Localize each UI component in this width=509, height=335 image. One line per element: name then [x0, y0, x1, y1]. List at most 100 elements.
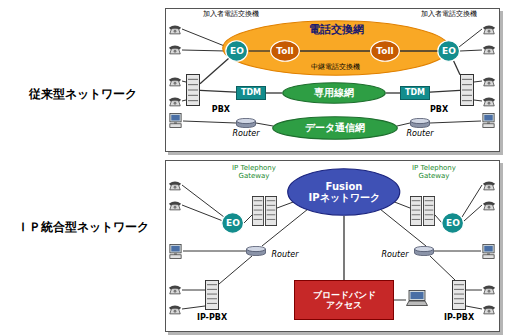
router-icon — [247, 246, 266, 255]
gateway-rack — [423, 196, 434, 225]
node-text: EO — [442, 46, 456, 56]
rack-slot — [462, 84, 472, 85]
access-box: ブロードバンド アクセス — [294, 280, 394, 320]
rack-slot — [462, 90, 472, 91]
pc-icon — [170, 113, 181, 127]
node-text: ブロードバンド アクセス — [304, 290, 384, 311]
node-text: 専用線網 — [314, 87, 354, 99]
phone-icon — [169, 306, 181, 314]
panel-shadow — [168, 11, 502, 154]
rack-slot — [188, 100, 198, 101]
pbx-rack-shape — [460, 74, 474, 106]
node-text: ＩＰ統合型ネットワーク — [4, 221, 161, 235]
phone-icon — [483, 26, 495, 34]
gateway-rack — [252, 196, 263, 225]
exchange-circle: EO — [221, 212, 244, 234]
network-cloud: Fusion IPネットワーク — [287, 168, 401, 216]
link-line — [249, 50, 270, 51]
pbx-label: IP-PBX — [190, 313, 234, 322]
box-outline — [401, 87, 430, 100]
ellipse-outline — [371, 41, 400, 62]
switch-label-holder: 加入者電話交換機 — [414, 10, 484, 18]
network-panel: Fusion IPネットワーク EO EO ブロードバンド アクセス ＩＰ統合型ネットワ… — [4, 160, 500, 332]
pc-icon — [170, 244, 181, 258]
exchange-circle: EO — [437, 40, 460, 62]
node-text: Toll — [376, 46, 393, 56]
pbx-rack: PBX — [186, 74, 230, 114]
panel-border — [166, 9, 500, 152]
router-label: Router — [400, 129, 440, 138]
phone-icon — [483, 182, 495, 190]
link-line — [266, 92, 282, 93]
phone-icon — [483, 78, 495, 86]
node-text: データ通信網 — [305, 122, 365, 134]
node-text: EO — [230, 46, 244, 56]
pc-icon — [483, 244, 494, 258]
exchange-circle: EO — [441, 212, 464, 234]
phone-icon — [169, 78, 181, 86]
panel-border — [166, 161, 500, 332]
laptop-icon — [407, 291, 428, 306]
ellipse-outline — [222, 213, 244, 234]
node-text: 従来型ネットワーク — [4, 88, 161, 102]
pbx-label: IP-PBX — [437, 313, 481, 322]
rack-slot — [188, 95, 198, 96]
panel-shadow — [168, 163, 502, 334]
pbx-label-holder: IP-PBX — [437, 313, 481, 322]
node-text: Fusion IPネットワーク — [301, 181, 387, 204]
network-cloud: データ通信網 — [272, 116, 398, 140]
gateway-label-holder: IP Telephony Gateway — [218, 164, 290, 180]
router-label-holder: Router — [268, 250, 302, 259]
ellipse-outline — [438, 41, 460, 62]
tdm-box: TDM — [236, 86, 266, 100]
node-text: TDM — [405, 88, 425, 97]
tdm-box: TDM — [400, 86, 430, 100]
phone-icon — [169, 26, 181, 34]
node-text: PBX — [430, 105, 448, 114]
gateway-rack — [410, 196, 421, 225]
phone-icon — [483, 98, 495, 106]
exchange-circle: Toll — [370, 40, 400, 62]
exchange-circle: Toll — [270, 40, 300, 62]
switch-label-holder: 加入者電話交換機 — [196, 10, 266, 18]
link-line — [430, 90, 460, 92]
ellipse-outline — [223, 21, 450, 76]
node-text: EO — [226, 218, 240, 228]
rack-slot — [462, 95, 472, 96]
link-line — [454, 61, 460, 75]
ellipse-outline — [442, 213, 464, 234]
phone-icon — [169, 286, 181, 294]
box-outline — [237, 87, 266, 100]
ellipse-outline — [273, 117, 398, 140]
router-label-holder: Router — [378, 250, 412, 259]
box-outline — [295, 281, 394, 320]
router-label: Router — [378, 250, 412, 259]
gateway-rack — [265, 196, 276, 225]
rack-slot — [462, 100, 472, 101]
rack-outline — [187, 75, 200, 106]
ellipse-outline — [288, 169, 400, 216]
node-text: PBX — [212, 105, 230, 114]
ellipse-outline — [226, 41, 248, 62]
phone-icon — [483, 46, 495, 54]
link-line — [200, 90, 236, 92]
network-cloud: 専用線網 — [282, 82, 386, 104]
ip-pbx-rack — [453, 280, 466, 309]
rack-slot — [188, 79, 198, 80]
router-icon — [237, 118, 256, 127]
phone-icon — [483, 286, 495, 294]
switch-label: 加入者電話交換機 — [196, 10, 266, 18]
phone-icon — [483, 202, 495, 210]
phone-icon — [483, 306, 495, 314]
rack-slot — [462, 79, 472, 80]
phone-icon — [169, 182, 181, 190]
exchange-circle: EO — [225, 40, 248, 62]
router-label: Router — [268, 250, 302, 259]
link-line — [300, 50, 370, 51]
pbx-rack-shape — [186, 74, 200, 106]
rack-slot — [188, 84, 198, 85]
link-line — [386, 92, 400, 93]
phone-icon — [169, 202, 181, 210]
switch-label: 中継電話交換機 — [300, 63, 370, 71]
ip-pbx-rack — [206, 280, 219, 309]
